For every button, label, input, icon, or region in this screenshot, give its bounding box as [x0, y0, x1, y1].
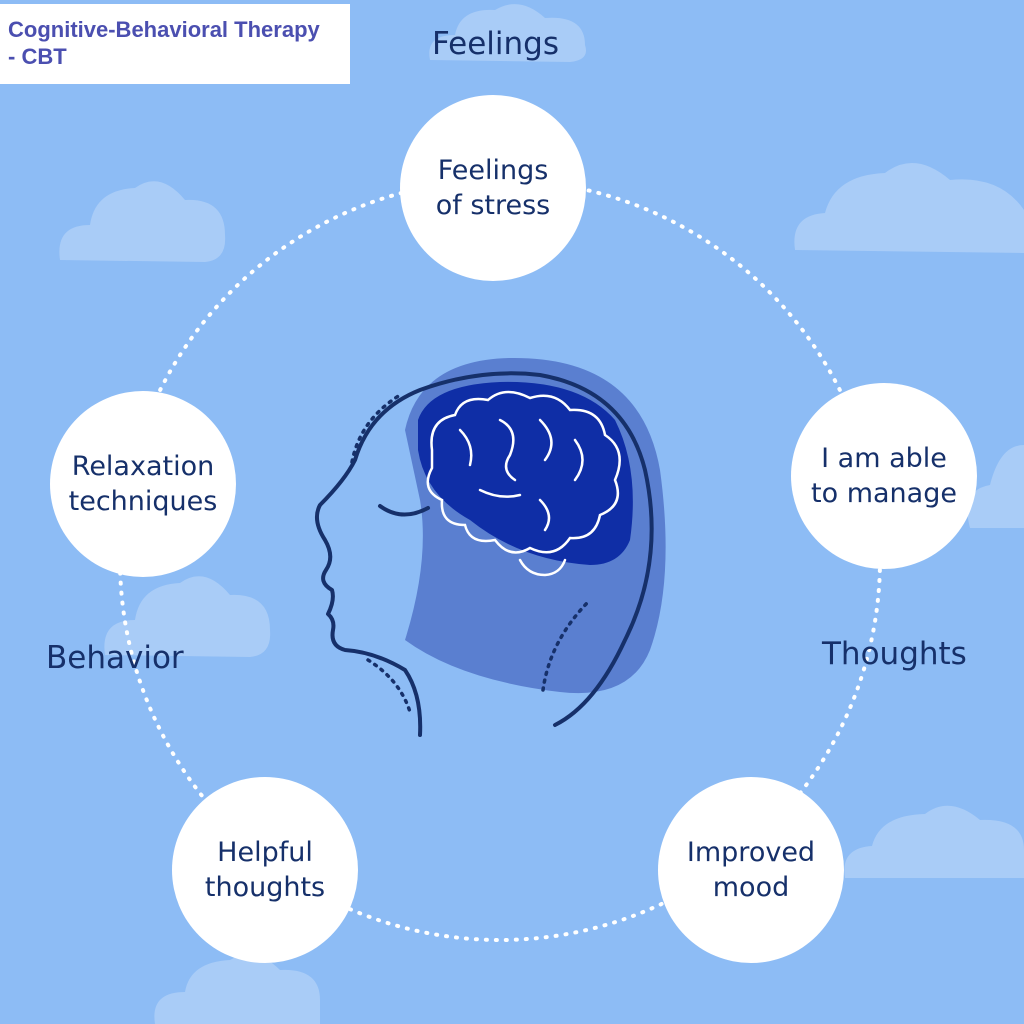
node-label: Improved: [686, 837, 816, 868]
node-label: Feelings: [437, 155, 549, 186]
category-feelings: Feelings: [432, 26, 559, 62]
category-behavior: Behavior: [46, 640, 184, 676]
node-label: I am able: [821, 443, 947, 474]
cloud-icon: [154, 954, 320, 1024]
node-helpful-thoughts: Helpful thoughts: [172, 777, 358, 963]
node-improved-mood: Improved mood: [658, 777, 844, 963]
brain-icon: [418, 381, 633, 577]
title-line-2: - CBT: [8, 44, 67, 69]
node-label: of stress: [435, 190, 551, 221]
node-label: to manage: [811, 478, 957, 509]
title-box: Cognitive-Behavioral Therapy - CBT: [0, 4, 350, 84]
cloud-icon: [59, 181, 226, 262]
title-line-1: Cognitive-Behavioral Therapy: [8, 17, 320, 42]
node-label: Helpful: [217, 837, 313, 868]
cloud-icon: [429, 4, 586, 62]
cloud-icon: [104, 576, 271, 657]
node-i-am-able-to-manage: I am able to manage: [791, 383, 977, 569]
cloud-icon: [794, 163, 1024, 253]
category-thoughts: Thoughts: [822, 636, 967, 672]
cloud-icon: [844, 805, 1024, 878]
node-label: mood: [712, 872, 790, 903]
node-label: Relaxation: [71, 451, 215, 482]
node-label: thoughts: [204, 872, 326, 903]
node-relaxation-techniques: Relaxation techniques: [50, 391, 236, 577]
node-label: techniques: [68, 486, 218, 517]
node-feelings-of-stress: Feelings of stress: [400, 95, 586, 281]
cloud-icon: [967, 445, 1024, 528]
